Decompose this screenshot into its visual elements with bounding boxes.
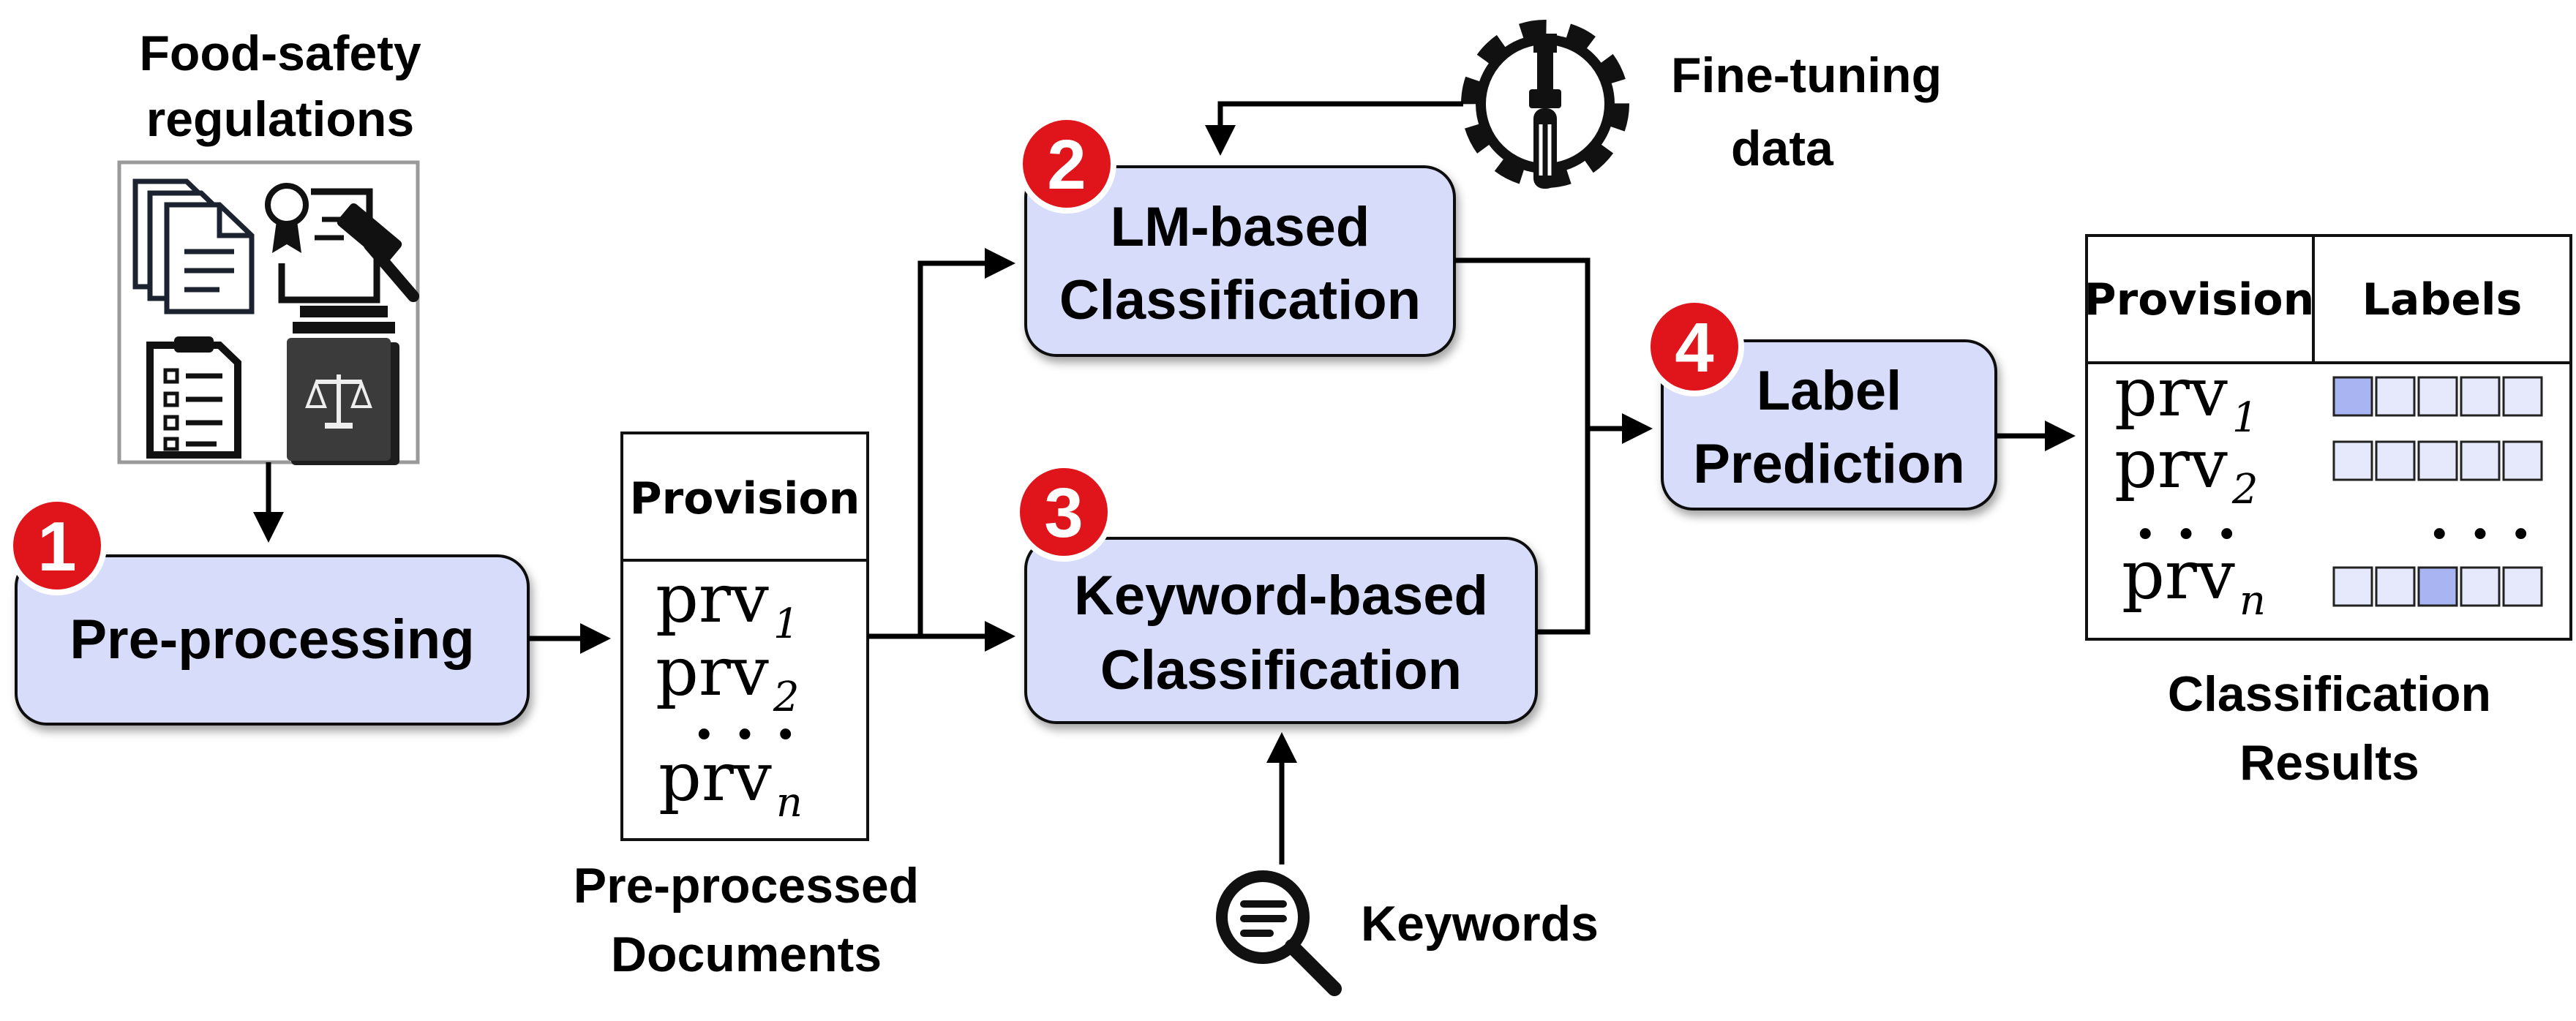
- label-cell-row3-col3: [2417, 566, 2458, 607]
- badge-3: 3: [1014, 462, 1114, 562]
- results-header-labels: Labels: [2362, 274, 2523, 325]
- results-caption-line-1: Classification: [2168, 666, 2491, 722]
- results-caption-line-2: Results: [2239, 735, 2419, 791]
- badge-1: 1: [7, 496, 107, 595]
- stage-3-label-line-2: Classification: [1100, 639, 1462, 701]
- stage-1-preprocessing: Pre-processing: [15, 554, 530, 726]
- fine-tuning-label-line-1: Fine-tuning: [1671, 48, 1942, 103]
- law-book-icon: [287, 338, 399, 465]
- badge-1-number: 1: [37, 508, 76, 586]
- label-cell-row1-col3: [2417, 376, 2458, 417]
- label-cell-row2-col4: [2460, 440, 2501, 481]
- label-cell-row2-col3: [2417, 440, 2458, 481]
- label-cell-row3-col2: [2375, 566, 2416, 607]
- preprocessed-header: Provision: [630, 473, 860, 524]
- certificate-gavel-icon: [265, 183, 419, 334]
- badge-2: 2: [1017, 114, 1116, 214]
- preprocessed-caption-line-1: Pre-processed: [574, 858, 919, 913]
- flow-arrows: [253, 101, 2076, 864]
- arrow-documents-to-lm: [917, 248, 1015, 636]
- regulations-label-line-2: regulations: [146, 91, 415, 147]
- regulations-input: Food-safety regulations: [117, 26, 421, 465]
- keywords-input: Keywords: [1216, 870, 1599, 996]
- preprocessed-caption-line-2: Documents: [611, 927, 882, 982]
- label-cell-row2-col1: [2332, 440, 2373, 481]
- edge-classifiers-join: [1454, 257, 1591, 635]
- label-cell-row2-col5: [2502, 440, 2543, 481]
- gear-screwdriver-icon: [1461, 20, 1629, 189]
- label-cell-row3-col1: [2332, 566, 2373, 607]
- results-labels-ellipsis: . . .: [2429, 483, 2531, 552]
- label-cell-row1-col1: [2332, 376, 2373, 417]
- keywords-label: Keywords: [1361, 896, 1599, 952]
- label-cell-row3-col5: [2502, 566, 2543, 607]
- magnifier-icon: [1216, 870, 1342, 996]
- results-label-grid: [2332, 376, 2543, 607]
- badge-2-number: 2: [1047, 126, 1086, 204]
- stage-1-label: Pre-processing: [70, 609, 474, 671]
- fine-tuning-input: Fine-tuning data: [1461, 20, 1942, 189]
- badge-3-number: 3: [1044, 474, 1083, 552]
- stage-4-label-line-1: Label: [1757, 360, 1902, 422]
- label-cell-row1-col5: [2502, 376, 2543, 417]
- preprocessed-ellipsis: . . .: [694, 684, 795, 753]
- regulations-label-line-1: Food-safety: [139, 26, 421, 81]
- results-header-provision: Provision: [2084, 274, 2315, 325]
- documents-icon: [132, 178, 255, 314]
- results-provision-ellipsis: . . .: [2135, 483, 2237, 552]
- badge-4: 4: [1645, 297, 1744, 396]
- arrow-finetuning-to-lm: [1205, 101, 1463, 156]
- label-cell-row1-col2: [2375, 376, 2416, 417]
- stage-3-keyword-classification: Keyword-based Classification: [1024, 537, 1538, 724]
- label-cell-row1-col4: [2460, 376, 2501, 417]
- label-cell-row2-col2: [2375, 440, 2416, 481]
- stage-4-label-line-2: Prediction: [1693, 433, 1965, 495]
- stage-2-label-line-1: LM-based: [1111, 196, 1370, 258]
- label-cell-row3-col4: [2460, 566, 2501, 607]
- stage-2-label-line-2: Classification: [1059, 269, 1421, 331]
- checklist-icon: [146, 336, 241, 459]
- fine-tuning-label-line-2: data: [1731, 121, 1834, 176]
- badge-4-number: 4: [1675, 309, 1713, 387]
- stage-3-label-line-1: Keyword-based: [1074, 565, 1488, 627]
- stage-4-label-prediction: Label Prediction: [1661, 339, 1997, 510]
